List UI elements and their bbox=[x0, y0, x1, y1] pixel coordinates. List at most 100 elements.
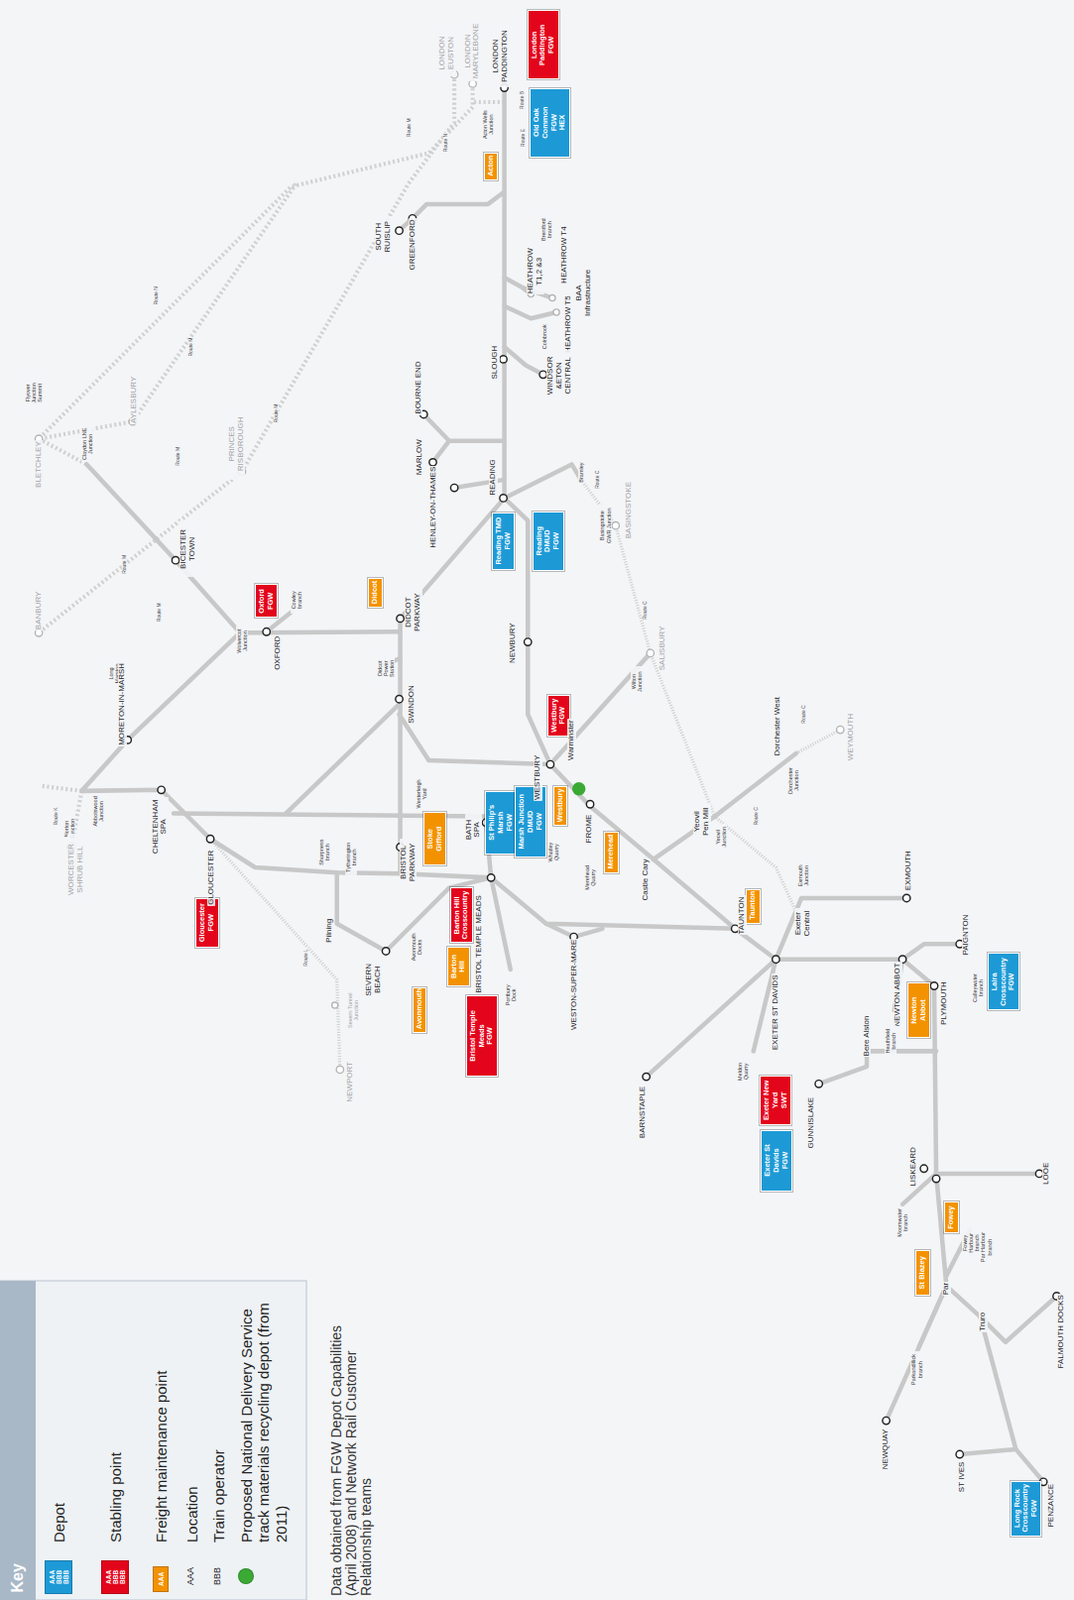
station-label: BASINGSTOKE bbox=[624, 480, 634, 540]
station-label: BANBURY bbox=[34, 591, 44, 632]
station-marker bbox=[499, 356, 507, 363]
route-label: Route M bbox=[175, 446, 182, 468]
station-marker bbox=[499, 494, 507, 502]
operator-name: FGW bbox=[485, 999, 495, 1074]
rail-line bbox=[959, 1449, 1017, 1455]
depot-box: Reading TMDFGW bbox=[491, 512, 515, 571]
operator-name: FGW bbox=[207, 902, 217, 945]
station-label: BAA Infrastructure bbox=[575, 266, 594, 319]
freight-box: Westbury bbox=[553, 786, 569, 827]
location-name: Oxford bbox=[257, 588, 267, 614]
rail-line bbox=[902, 1174, 937, 1205]
operator-name: FGW bbox=[781, 1134, 791, 1189]
depot-box: Reading DMUDFGW bbox=[532, 511, 565, 572]
rail-line bbox=[423, 414, 504, 442]
route-label: Route L bbox=[303, 948, 310, 968]
rail-line bbox=[38, 183, 296, 439]
rail-line bbox=[40, 786, 82, 792]
station-marker bbox=[395, 696, 403, 704]
freight-box: Barton Hill bbox=[447, 947, 471, 987]
location-name: Barton Hill bbox=[450, 951, 468, 983]
freight-box: Merehead bbox=[603, 832, 619, 874]
station-marker bbox=[395, 227, 403, 235]
note-label: Basingstoke GWR Junction bbox=[598, 504, 611, 547]
route-label: Route E bbox=[520, 127, 527, 148]
note-label: Acton Wells Junction bbox=[481, 109, 494, 141]
rail-line bbox=[504, 464, 582, 498]
location-name: Didcot bbox=[370, 582, 380, 604]
station-marker bbox=[262, 628, 270, 636]
station-label: BRISTOL TEMPLE MEADS bbox=[475, 894, 484, 995]
station-marker bbox=[171, 556, 179, 564]
station-label: EXMOUTH bbox=[904, 849, 914, 892]
note-label: Abbotswood Junction bbox=[92, 793, 105, 831]
location-name: Merehead bbox=[606, 835, 616, 870]
rail-line bbox=[490, 877, 735, 929]
stabling-box: Bristol Temple MeadsFGW bbox=[466, 995, 498, 1077]
station-label: BLETCHLEY bbox=[34, 440, 44, 489]
station-label: SEVERN BEACH bbox=[364, 961, 383, 999]
operator-name: Crosscountry bbox=[999, 956, 1009, 1007]
note-label: Moorswater branch bbox=[896, 1206, 909, 1239]
legend-text: Stabling point bbox=[107, 1452, 124, 1544]
route-label: Route C bbox=[595, 470, 601, 490]
sample-text: AAA bbox=[48, 1570, 56, 1585]
rail-line bbox=[38, 439, 87, 466]
rail-line bbox=[796, 729, 840, 754]
station-label: WINDSOR &ETON CENTRAL bbox=[546, 350, 573, 402]
route-label: Route M bbox=[406, 117, 413, 138]
rail-line bbox=[504, 347, 544, 375]
location-name: Old Oak Common bbox=[532, 92, 550, 154]
note-label: Meldon Quarry bbox=[736, 1056, 749, 1088]
route-label: Route B bbox=[519, 90, 526, 111]
rail-line bbox=[902, 944, 960, 959]
rail-line bbox=[650, 653, 802, 925]
note-label: Avonmouth Docks bbox=[410, 931, 423, 963]
operator-name: Crosscountry bbox=[461, 891, 471, 940]
location-name: Gloucester bbox=[198, 902, 208, 945]
location-name: Exeter St Davids bbox=[763, 1134, 781, 1189]
station-marker bbox=[546, 760, 554, 768]
rail-line bbox=[775, 959, 1044, 1483]
station-label: GLOUCESTER bbox=[207, 849, 217, 907]
station-label: GUNNISLAKE bbox=[807, 1096, 817, 1151]
station-label: Dorchester West bbox=[773, 696, 783, 757]
station-label: Yeovil Pen Mill bbox=[693, 803, 712, 840]
note-label: Parkandillick branch bbox=[910, 1351, 923, 1389]
station-label: EXETER ST DAVIDS bbox=[771, 974, 781, 1053]
station-marker bbox=[646, 649, 654, 657]
operator-name: FGW bbox=[547, 13, 557, 76]
depot-box: LairaCrosscountryFGW bbox=[987, 953, 1020, 1011]
rail-line bbox=[38, 83, 474, 439]
operator-name: FGW bbox=[558, 699, 568, 733]
station-label: Warminster bbox=[567, 718, 577, 762]
route-label: Route C bbox=[801, 704, 808, 724]
sample-text: BBB bbox=[62, 1570, 70, 1585]
station-label: FALMOUTH DOCKS bbox=[1057, 1294, 1067, 1370]
rail-line bbox=[653, 753, 797, 860]
operator-name: Crosscountry bbox=[1021, 1485, 1031, 1534]
station-marker bbox=[611, 521, 619, 529]
station-label: Exeter Central bbox=[794, 908, 813, 941]
legend-swatch bbox=[238, 1568, 254, 1585]
note-label: Claydon LNE Junction bbox=[81, 425, 94, 463]
note-label: Dorchester Junction bbox=[787, 762, 800, 800]
station-marker bbox=[572, 782, 586, 796]
key-heading: Key bbox=[8, 1563, 27, 1593]
note-label: Heathfield branch bbox=[884, 1025, 897, 1058]
location-name: Fowey bbox=[947, 1205, 956, 1230]
station-label: MARLOW bbox=[415, 438, 425, 477]
note-label: Sharpness branch bbox=[318, 836, 331, 869]
freight-box: Avonmouth bbox=[412, 987, 428, 1034]
station-marker bbox=[486, 874, 494, 882]
route-label: Route M bbox=[121, 554, 128, 576]
station-marker bbox=[586, 801, 594, 809]
station-label: SALISBURY bbox=[658, 624, 668, 672]
station-label: BICESTER TOWN bbox=[179, 520, 198, 578]
note-label: Par Harbour branch bbox=[979, 1231, 992, 1264]
rail-line bbox=[490, 877, 511, 970]
station-label: BARNSTAPLE bbox=[638, 1085, 648, 1140]
note-label: Wilton Junction bbox=[630, 666, 643, 699]
operator-name: FGW bbox=[503, 516, 513, 567]
station-marker bbox=[642, 1073, 650, 1080]
